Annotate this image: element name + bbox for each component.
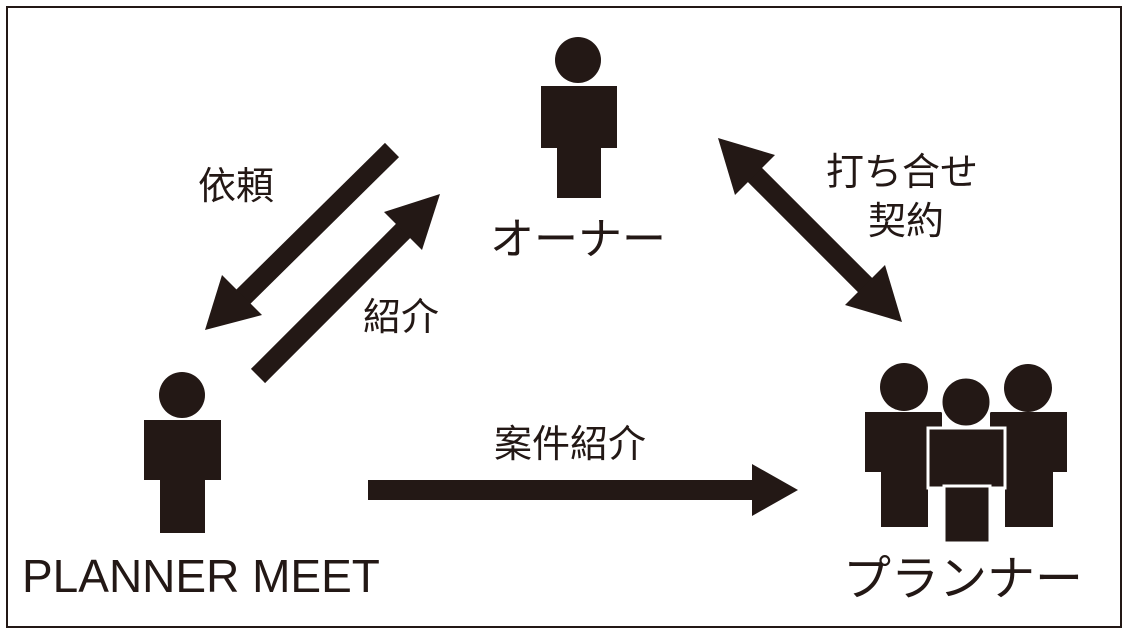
arrow-request <box>205 142 400 330</box>
planner-meet-person-icon <box>144 372 221 533</box>
meeting-label: 打ち合せ <box>826 150 979 194</box>
planners-group-icon <box>865 363 1067 545</box>
introduce-label: 紹介 <box>363 295 440 339</box>
arrow-introduce <box>250 194 440 384</box>
request-label: 依頼 <box>198 164 275 208</box>
arrow-meeting-contract <box>718 138 902 322</box>
owner-person-icon <box>541 37 617 198</box>
project-intro-label: 案件紹介 <box>494 422 647 466</box>
planners-label: プランナー <box>843 551 1084 607</box>
arrow-project-intro <box>368 464 798 516</box>
contract-label: 契約 <box>868 199 945 243</box>
planner-meet-label: PLANNER MEET <box>22 550 380 602</box>
diagram-frame <box>6 6 1122 628</box>
owner-label: オーナー <box>490 214 666 265</box>
